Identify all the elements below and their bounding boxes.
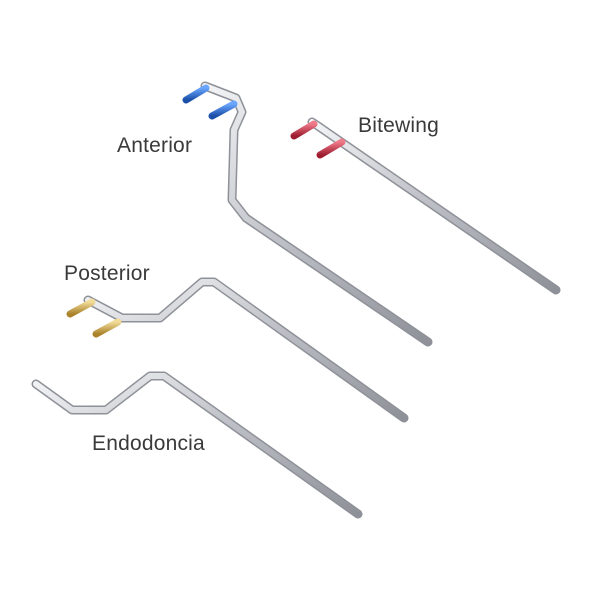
- anterior-blue-pins: [182, 84, 238, 120]
- endodoncia-label: Endodoncia: [92, 432, 205, 455]
- bitewing-rod: [290, 117, 561, 295]
- bitewing-red-pins: [290, 120, 346, 159]
- endodoncia-rod: [31, 371, 363, 519]
- anterior-rod: [182, 81, 433, 347]
- posterior-rod: [66, 277, 409, 423]
- anterior-label: Anterior: [117, 134, 193, 157]
- posterior-gold-pins: [66, 298, 122, 338]
- bitewing-label: Bitewing: [358, 114, 439, 137]
- posterior-label: Posterior: [64, 262, 150, 285]
